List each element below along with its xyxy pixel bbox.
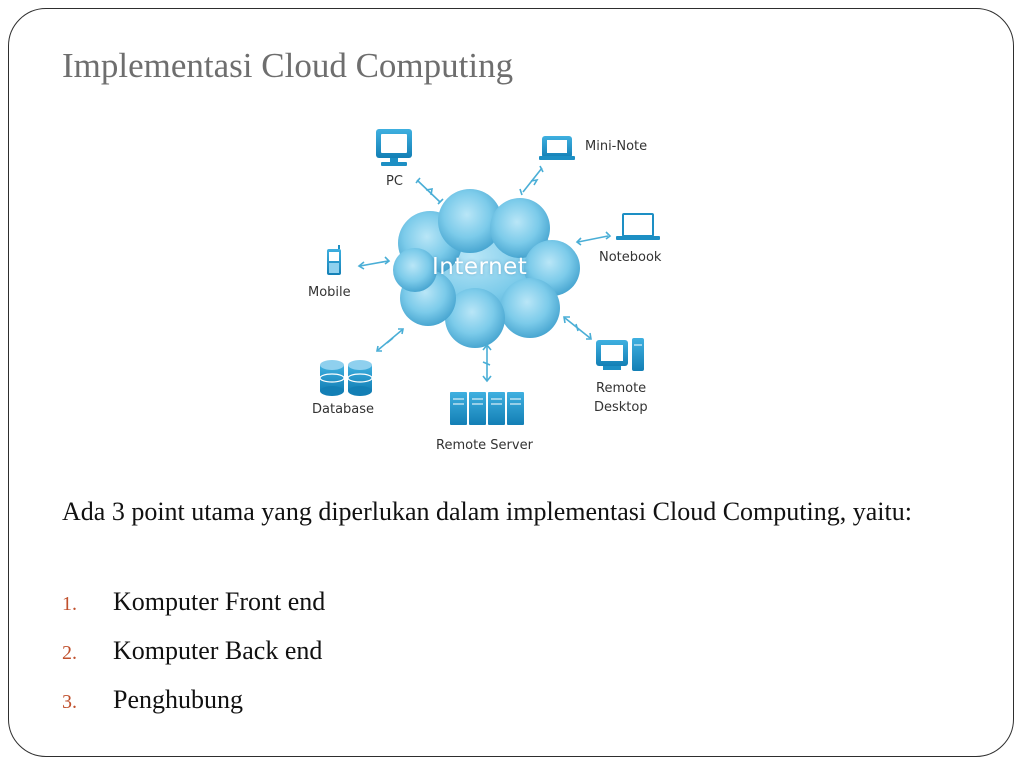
connection-arrows (357, 165, 612, 383)
cloud-diagram: Internet PC Mini-Note Notebook Mobile Da… (290, 118, 690, 463)
arrow-mini-note (519, 165, 544, 196)
list-text: Penghubung (113, 685, 243, 714)
mobile-icon (327, 245, 341, 275)
list-text: Komputer Back end (113, 636, 323, 665)
list-item: 3. Penghubung (62, 680, 962, 729)
database-label: Database (312, 402, 375, 417)
remote-desktop-icon (596, 338, 644, 371)
arrow-notebook (575, 231, 612, 246)
arrow-remote-desktop (563, 316, 592, 340)
internet-label: Internet (432, 254, 528, 280)
pc-icon (376, 129, 412, 166)
arrow-remote-server (482, 343, 492, 383)
server-icon (450, 392, 524, 425)
list-text: Komputer Front end (113, 587, 326, 616)
intro-paragraph: Ada 3 point utama yang diperlukan dalam … (62, 497, 912, 526)
notebook-icon (616, 213, 660, 240)
mobile-label: Mobile (308, 285, 351, 300)
database-icon (319, 360, 373, 396)
remote-desktop-label-line1: Remote (596, 381, 647, 396)
list-item: 2. Komputer Back end (62, 631, 962, 680)
slide-title: Implementasi Cloud Computing (62, 46, 514, 85)
mini-note-label: Mini-Note (585, 139, 648, 154)
remote-desktop-label-line2: Desktop (594, 400, 648, 415)
numbered-list: 1. Komputer Front end 2. Komputer Back e… (62, 582, 962, 729)
arrow-database (376, 328, 404, 352)
notebook-label: Notebook (599, 250, 662, 265)
cloud-diagram-graphic (319, 129, 660, 425)
list-number: 3. (62, 691, 77, 713)
arrow-pc (415, 177, 444, 205)
remote-server-label: Remote Server (436, 438, 533, 453)
list-number: 2. (62, 642, 77, 664)
slide-frame (8, 8, 1014, 757)
internet-cloud (393, 189, 580, 348)
mini-note-icon (539, 136, 575, 160)
list-item: 1. Komputer Front end (62, 582, 962, 631)
arrow-mobile (357, 256, 391, 270)
pc-label: PC (386, 174, 403, 189)
list-number: 1. (62, 593, 77, 615)
